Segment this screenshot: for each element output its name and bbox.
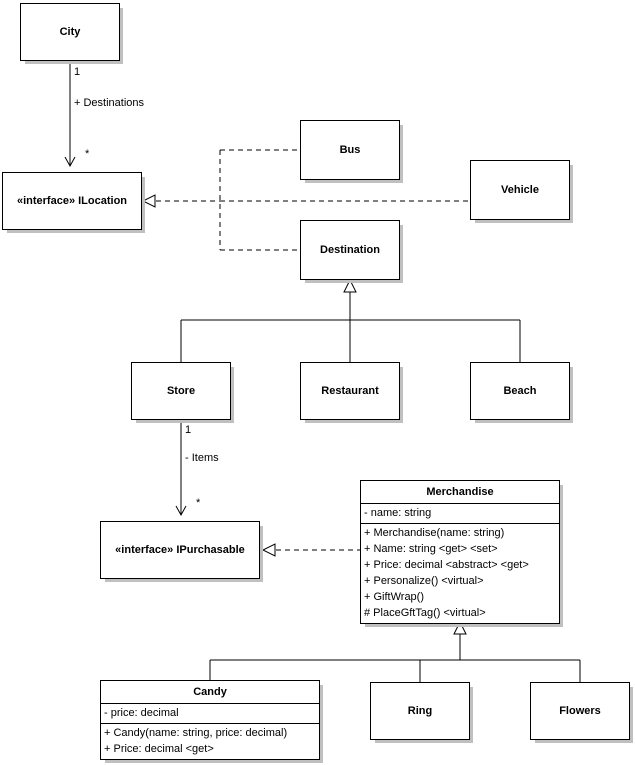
interface-label-ilocation: ILocation — [78, 195, 128, 207]
operation-row: + Price: decimal <abstract> <get> — [364, 559, 529, 571]
edge-generalization-destination — [180, 292, 521, 362]
class-name-restaurant: Restaurant — [321, 385, 379, 397]
role-label-items: - Items — [185, 452, 219, 464]
operation-row: + Price: decimal <get> — [104, 743, 214, 755]
class-node-vehicle[interactable]: Vehicle — [470, 160, 570, 220]
class-name-store: Store — [166, 385, 196, 397]
interface-label-ipurchasable: IPurchasable — [176, 544, 245, 556]
class-node-store[interactable]: Store — [131, 362, 231, 420]
class-node-merchandise[interactable]: Merchandise - name: string + Merchandise… — [360, 480, 560, 624]
class-node-flowers[interactable]: Flowers — [530, 682, 630, 740]
operation-row: + Merchandise(name: string) — [364, 527, 505, 539]
multiplicity-ipurchasable-target: * — [196, 497, 201, 509]
interface-name-ipurchasable: «interface» IPurchasable — [115, 544, 245, 556]
class-name-city: City — [59, 26, 81, 38]
multiplicity-ilocation-target: * — [85, 148, 90, 160]
operation-row: + Candy(name: string, price: decimal) — [104, 727, 288, 739]
multiplicity-city-source: 1 — [74, 66, 81, 78]
operation-row: + Name: string <get> <set> — [364, 543, 498, 555]
interface-node-ilocation[interactable]: «interface» ILocation — [2, 172, 142, 230]
edge-generalization-merchandise — [209, 634, 581, 682]
generalization-arrowhead-destination — [343, 278, 357, 293]
multiplicity-store-source: 1 — [185, 424, 192, 436]
class-node-bus[interactable]: Bus — [300, 120, 400, 180]
interface-stereotype-ilocation: «interface» — [16, 195, 76, 207]
operation-row: + GiftWrap() — [364, 591, 425, 603]
operations-compartment-merchandise: + Merchandise(name: string) + Name: stri… — [361, 524, 559, 623]
realization-arrowhead-ipurchasable — [261, 543, 276, 557]
attributes-compartment-candy: - price: decimal — [101, 704, 319, 724]
class-name-bus: Bus — [339, 144, 361, 156]
class-name-flowers: Flowers — [559, 705, 601, 717]
class-node-candy[interactable]: Candy - price: decimal + Candy(name: str… — [100, 680, 320, 760]
realization-arrowhead-ilocation — [141, 194, 156, 208]
class-name-merchandise: Merchandise — [361, 481, 559, 504]
operations-compartment-candy: + Candy(name: string, price: decimal) + … — [101, 724, 319, 759]
interface-name-ilocation: «interface» ILocation — [17, 195, 127, 207]
class-name-destination: Destination — [320, 244, 380, 256]
class-name-beach: Beach — [503, 385, 537, 397]
class-name-candy: Candy — [101, 681, 319, 704]
role-label-destinations: + Destinations — [74, 97, 145, 109]
class-node-destination[interactable]: Destination — [300, 220, 400, 280]
operation-row: # PlaceGftTag() <virtual> — [364, 607, 486, 619]
interface-node-ipurchasable[interactable]: «interface» IPurchasable — [100, 521, 260, 579]
class-node-restaurant[interactable]: Restaurant — [300, 362, 400, 420]
class-node-ring[interactable]: Ring — [370, 682, 470, 740]
operation-row: + Personalize() <virtual> — [364, 575, 484, 587]
attributes-compartment-merchandise: - name: string — [361, 504, 559, 524]
interface-stereotype-ipurchasable: «interface» — [115, 544, 174, 556]
class-node-beach[interactable]: Beach — [470, 362, 570, 420]
attribute-row: - price: decimal — [104, 707, 179, 719]
class-name-ring: Ring — [407, 705, 433, 717]
attribute-row: - name: string — [364, 507, 432, 519]
class-name-vehicle: Vehicle — [501, 184, 539, 196]
class-node-city[interactable]: City — [20, 3, 120, 61]
